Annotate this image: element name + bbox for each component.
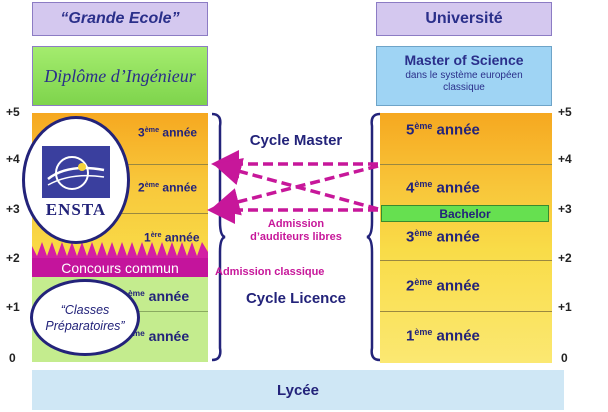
year-num: 5 — [406, 121, 415, 139]
year-sup: ème — [414, 327, 433, 337]
cycle-licence-label: Cycle Licence — [245, 290, 347, 307]
prepa-label: “Classes Préparatoires” — [45, 302, 125, 333]
year-word: année — [436, 327, 480, 345]
right-axis-tick-4: +4 — [558, 152, 572, 166]
univ-year-2: 2ème année — [406, 277, 480, 294]
ensta-logo-text: ENSTA — [45, 200, 107, 219]
admission-libres-label: Admission d’auditeurs libres — [250, 218, 342, 243]
univ-divider-3 — [380, 311, 552, 312]
left-axis-tick-5: +5 — [6, 105, 20, 119]
year-word: année — [436, 121, 480, 139]
left-axis-tick-3: +3 — [6, 202, 20, 216]
prepa-year-2: ème année — [128, 288, 189, 304]
concours-bar: Concours commun — [32, 258, 208, 277]
univ-divider-1 — [380, 164, 552, 165]
left-axis-tick-1: +1 — [6, 300, 20, 314]
univ-year-5: 5ème année — [406, 121, 480, 138]
lycee-bar: Lycée — [32, 370, 564, 410]
right-axis-tick-5: +5 — [558, 105, 572, 119]
left-axis-tick-2: +2 — [6, 251, 20, 265]
year-word: année — [436, 277, 480, 295]
diplome-box: Diplôme d’Ingénieur — [32, 46, 208, 106]
year-word: année — [436, 228, 480, 246]
year-sup: ème — [128, 328, 145, 338]
zigzag-decoration — [32, 242, 208, 260]
year-num: 3 — [406, 228, 415, 246]
grande-ecole-header-label: “Grande Ecole” — [60, 10, 180, 27]
right-axis-tick-0: 0 — [561, 351, 568, 365]
year-word: année — [162, 180, 198, 195]
left-brace — [211, 112, 226, 362]
cycle-master-label: Cycle Master — [249, 132, 343, 149]
right-axis-tick-2: +2 — [558, 251, 572, 265]
year-sup: ème — [144, 125, 160, 134]
year-sup: ème — [144, 180, 160, 189]
left-axis-tick-4: +4 — [6, 152, 20, 166]
right-brace — [366, 112, 381, 362]
master-box: Master of Science dans le système europé… — [376, 46, 552, 106]
arrow-4-to-3 — [211, 164, 379, 216]
year-num: 2 — [138, 180, 145, 195]
year-word: année — [148, 328, 190, 345]
bachelor-bar: Bachelor — [381, 205, 549, 222]
universite-column — [380, 113, 552, 363]
bachelor-label: Bachelor — [439, 206, 491, 221]
univ-year-4: 4ème année — [406, 179, 480, 196]
year-num: 2 — [406, 277, 415, 295]
univ-year-3: 3ème année — [406, 228, 480, 245]
year-sup: ème — [128, 288, 145, 298]
year-sup: ème — [414, 277, 433, 287]
universite-header: Université — [376, 2, 552, 36]
univ-divider-2 — [380, 260, 552, 261]
lycee-label: Lycée — [277, 381, 319, 399]
prepa-oval: “Classes Préparatoires” — [30, 279, 140, 356]
diplome-label: Diplôme d’Ingénieur — [44, 65, 196, 86]
year-word: année — [162, 125, 198, 140]
year-word: année — [148, 288, 190, 305]
grande-ecole-header: “Grande Ecole” — [32, 2, 208, 36]
year-num: 1 — [406, 327, 415, 345]
year-word: année — [164, 230, 200, 245]
univ-year-1: 1ème année — [406, 327, 480, 344]
prepa-year-1: ème année — [128, 328, 189, 344]
master-subtitle: dans le système européen classique — [405, 70, 523, 93]
year-num: 1 — [144, 230, 151, 245]
right-axis-tick-1: +1 — [558, 300, 572, 314]
year-num: 3 — [138, 125, 145, 140]
ecole-year-3: 3ème année — [138, 125, 197, 139]
year-sup: ème — [414, 228, 433, 238]
concours-label: Concours commun — [61, 259, 179, 276]
year-num: 4 — [406, 179, 415, 197]
universite-header-label: Université — [425, 10, 503, 27]
master-title: Master of Science — [404, 52, 524, 68]
year-word: année — [436, 179, 480, 197]
admission-classique-label: Admission classique — [215, 266, 325, 278]
left-axis-tick-0: 0 — [9, 351, 16, 365]
ensta-logo-icon — [42, 146, 110, 198]
year-sup: ère — [150, 230, 162, 239]
year-sup: ème — [414, 121, 433, 131]
ecole-year-1: 1ère année — [144, 230, 200, 244]
right-axis-tick-3: +3 — [558, 202, 572, 216]
year-sup: ème — [414, 179, 433, 189]
ecole-year-2: 2ème année — [138, 180, 197, 194]
